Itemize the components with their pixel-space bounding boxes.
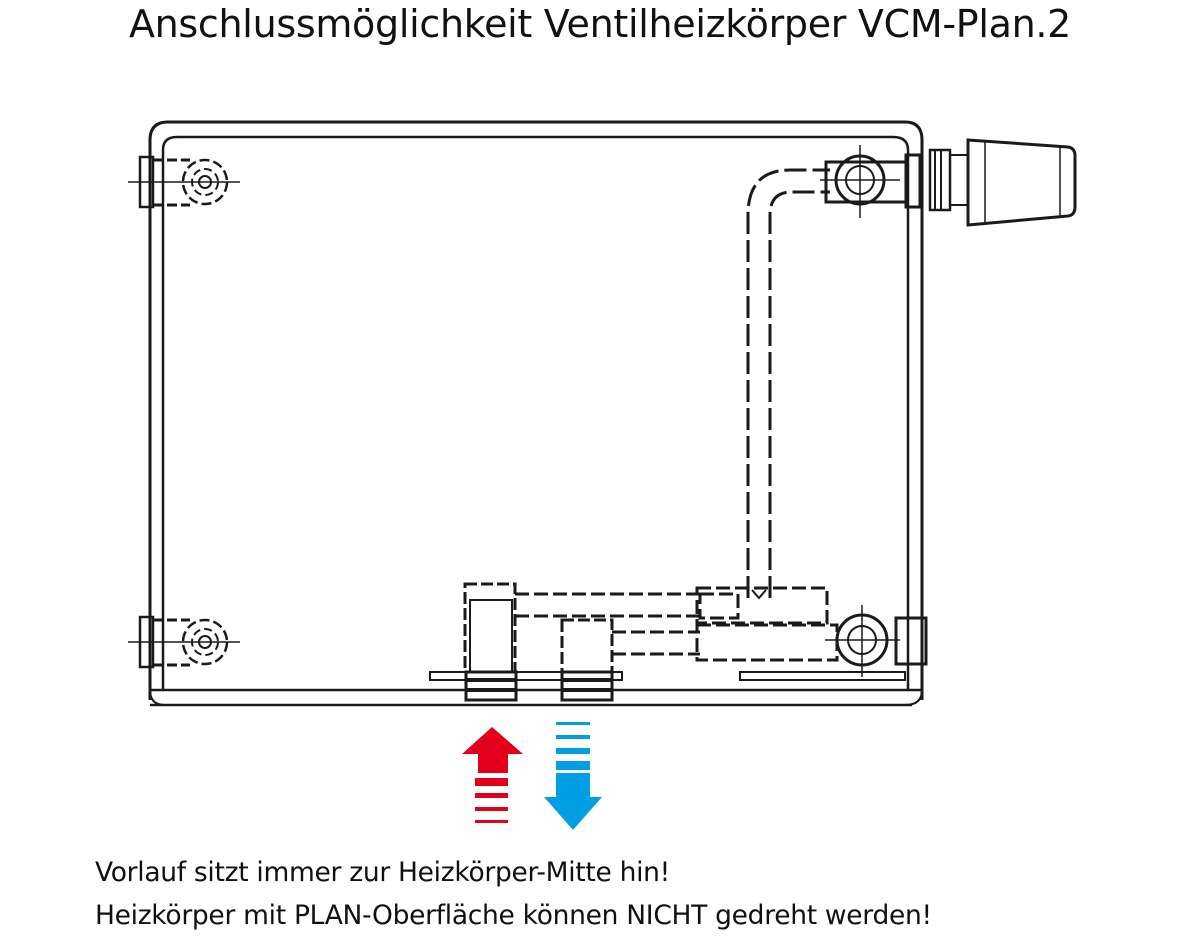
lower-valve-body [825,605,928,677]
return-connection [560,618,614,702]
thermostat-valve-body [820,145,968,218]
page-title: Anschlussmöglichkeit Ventilheizkörper VC… [128,2,1072,46]
radiator-bottom-corners [149,689,923,706]
thermostat-head [966,138,1077,227]
radiator-bottom [150,688,922,707]
connection-plate [429,671,906,681]
wall-bracket-bottom [128,615,240,669]
internal-pipe-vertical [746,168,830,600]
wall-bracket-top [128,155,240,209]
radiator-outer-frame [148,120,924,700]
radiator-inner-frame [161,135,910,690]
supply-arrow-red [462,727,523,823]
supply-connection [463,582,518,702]
note-supply-position: Vorlauf sitzt immer zur Heizkörper-Mitte… [95,857,670,888]
note-no-rotation: Heizkörper mit PLAN-Oberfläche können NI… [95,900,932,931]
return-arrow-blue [544,722,602,830]
